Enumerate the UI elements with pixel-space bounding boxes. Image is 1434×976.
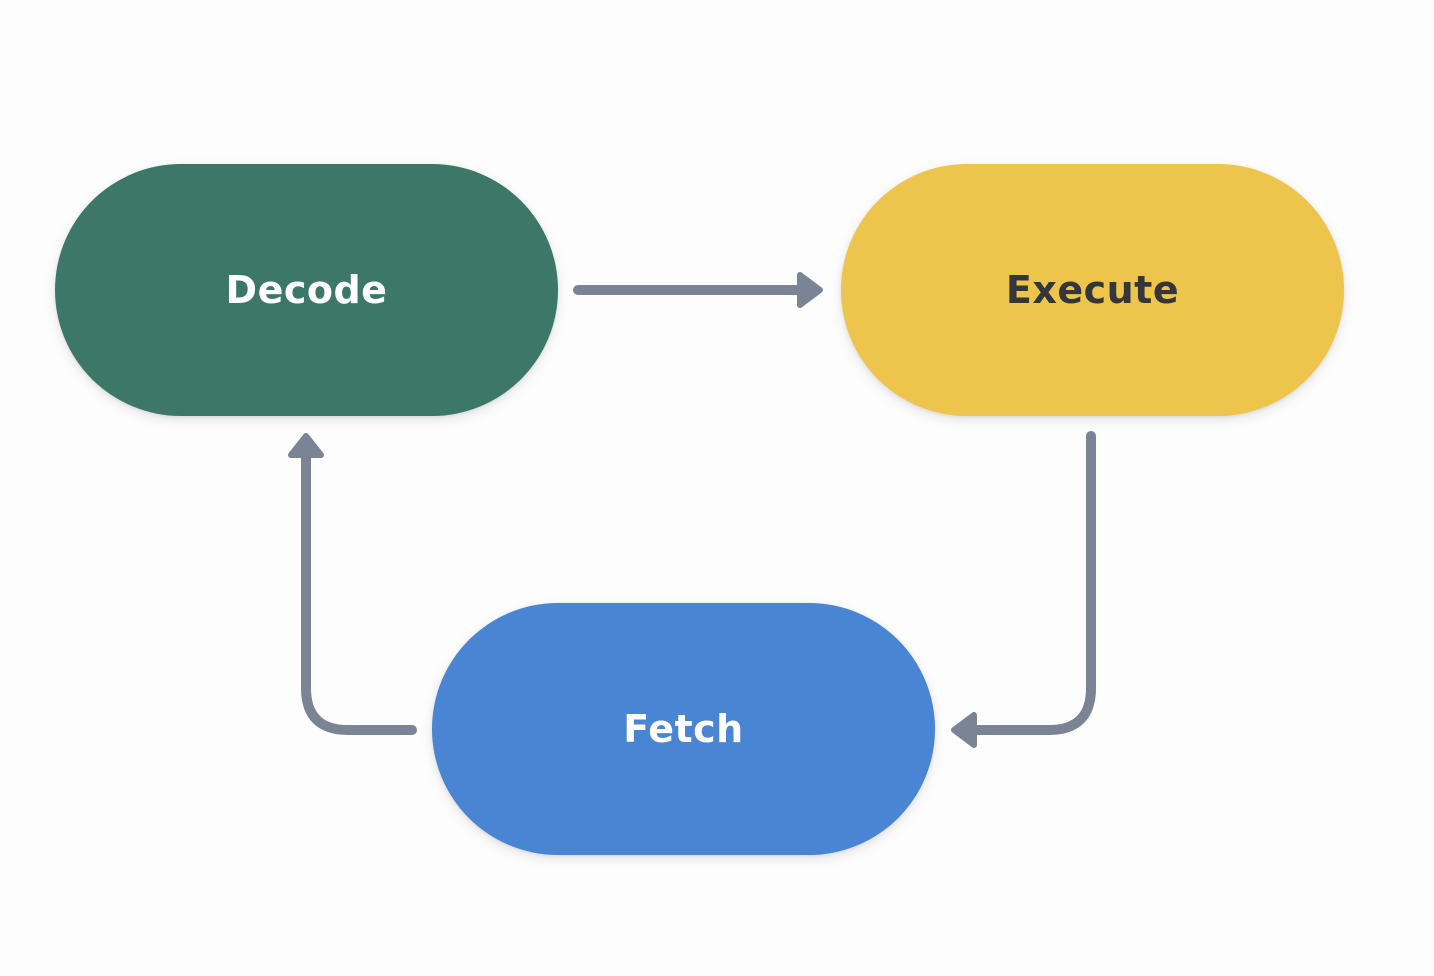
fetch-label: Fetch (623, 707, 744, 751)
arrowhead-left (951, 712, 977, 748)
arrowhead-right (797, 272, 823, 308)
decode-label: Decode (225, 268, 388, 312)
execute-node: Execute (841, 164, 1344, 416)
edge-fetch-to-decode (301, 447, 417, 735)
execute-label: Execute (1005, 268, 1180, 312)
arrowhead-up (288, 433, 324, 458)
fetch-node: Fetch (432, 603, 935, 855)
decode-node: Decode (55, 164, 558, 416)
edge-execute-to-fetch (965, 431, 1096, 735)
